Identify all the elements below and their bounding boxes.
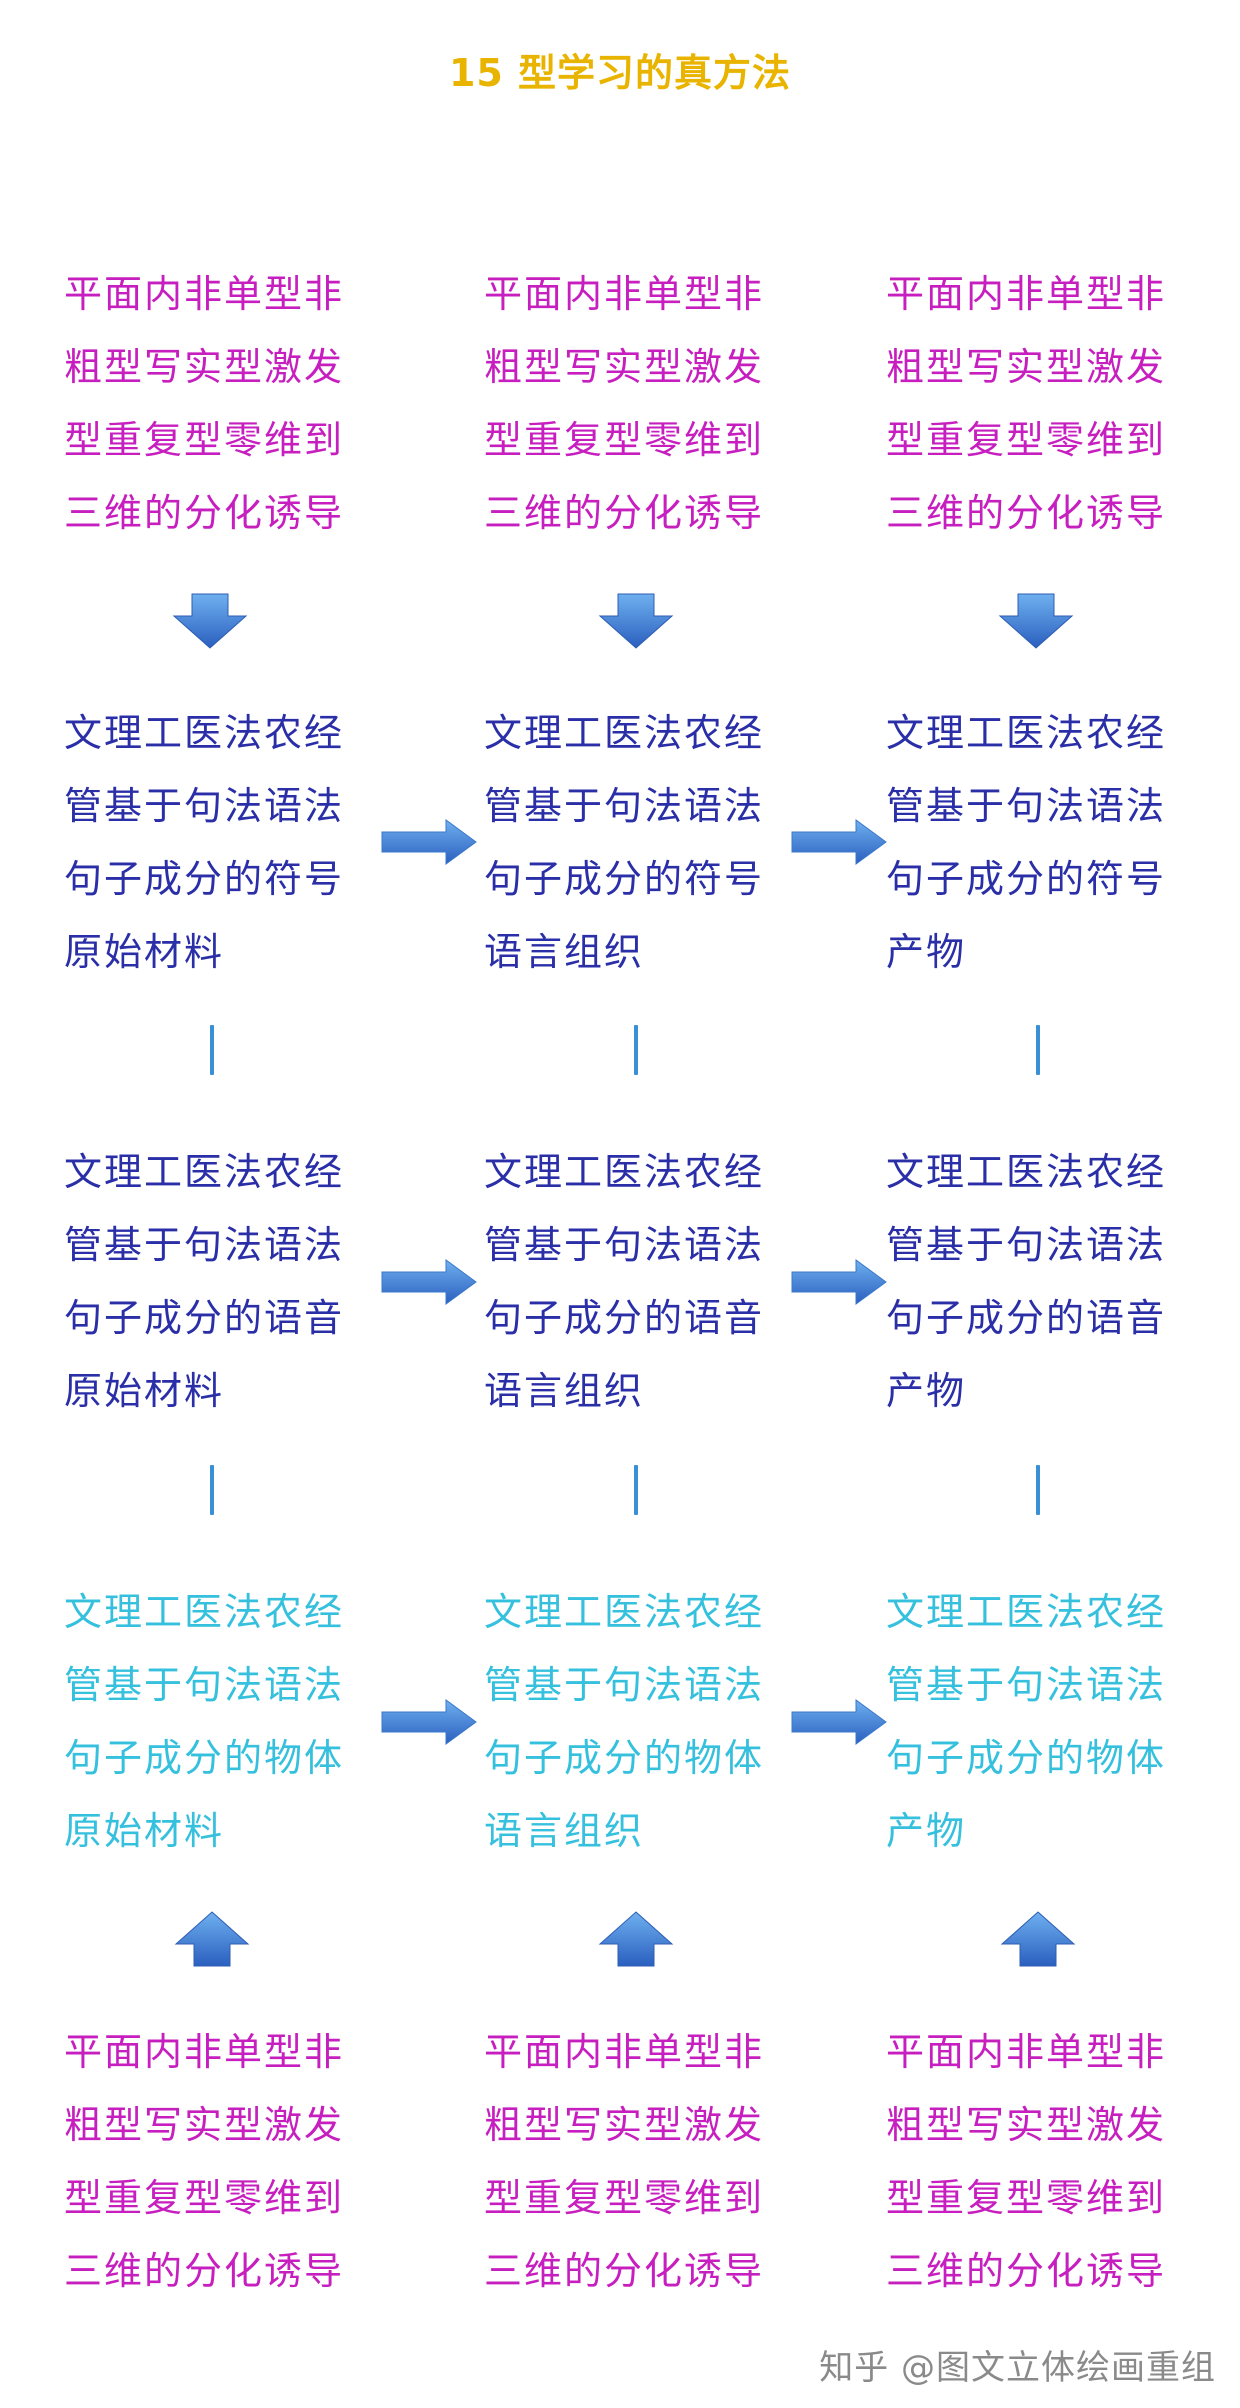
text-line: 文理工医法农经 (64, 1150, 345, 1194)
vertical-connector (634, 1465, 638, 1515)
text-line: 文理工医法农经 (886, 1150, 1167, 1194)
text-block-r2-c3: 文理工医法农经管基于句法语法句子成分的符号产物 (886, 697, 1196, 989)
text-line: 型重复型零维到 (484, 418, 765, 462)
text-line: 平面内非单型非 (64, 2030, 345, 2074)
text-block-r3-c3: 文理工医法农经管基于句法语法句子成分的语音产物 (886, 1136, 1196, 1428)
text-line: 型重复型零维到 (64, 418, 345, 462)
text-line: 三维的分化诱导 (484, 491, 765, 535)
down-arrow-icon (172, 593, 248, 649)
text-block-r1-c3: 平面内非单型非粗型写实型激发型重复型零维到三维的分化诱导 (886, 258, 1196, 550)
text-block-r5-c2: 平面内非单型非粗型写实型激发型重复型零维到三维的分化诱导 (484, 2016, 794, 2308)
text-line: 原始材料 (64, 1809, 225, 1853)
text-line: 粗型写实型激发 (484, 2103, 765, 2147)
text-line: 管基于句法语法 (886, 1663, 1167, 1707)
text-block-r4-c3: 文理工医法农经管基于句法语法句子成分的物体产物 (886, 1576, 1196, 1868)
text-line: 平面内非单型非 (64, 272, 345, 316)
text-line: 文理工医法农经 (64, 1590, 345, 1634)
text-block-r1-c1: 平面内非单型非粗型写实型激发型重复型零维到三维的分化诱导 (64, 258, 374, 550)
text-line: 管基于句法语法 (886, 784, 1167, 828)
text-line: 产物 (886, 930, 967, 974)
text-line: 句子成分的语音 (886, 1296, 1167, 1340)
text-line: 文理工医法农经 (484, 1590, 765, 1634)
down-arrow-icon (998, 593, 1074, 649)
text-line: 三维的分化诱导 (484, 2249, 765, 2293)
text-line: 粗型写实型激发 (64, 345, 345, 389)
right-arrow-icon (791, 819, 887, 865)
up-arrow-icon (1000, 1911, 1076, 1967)
text-line: 三维的分化诱导 (64, 491, 345, 535)
text-line: 管基于句法语法 (484, 1223, 765, 1267)
text-line: 三维的分化诱导 (64, 2249, 345, 2293)
text-line: 型重复型零维到 (886, 2176, 1167, 2220)
right-arrow-icon (381, 1259, 477, 1305)
right-arrow-icon (381, 819, 477, 865)
text-line: 型重复型零维到 (64, 2176, 345, 2220)
text-line: 句子成分的语音 (484, 1296, 765, 1340)
text-line: 产物 (886, 1809, 967, 1853)
text-line: 管基于句法语法 (484, 1663, 765, 1707)
text-line: 句子成分的符号 (64, 857, 345, 901)
text-block-r1-c2: 平面内非单型非粗型写实型激发型重复型零维到三维的分化诱导 (484, 258, 794, 550)
text-block-r5-c3: 平面内非单型非粗型写实型激发型重复型零维到三维的分化诱导 (886, 2016, 1196, 2308)
text-line: 粗型写实型激发 (886, 345, 1167, 389)
text-line: 粗型写实型激发 (484, 345, 765, 389)
text-line: 句子成分的物体 (484, 1736, 765, 1780)
text-line: 原始材料 (64, 930, 225, 974)
text-line: 文理工医法农经 (886, 1590, 1167, 1634)
text-block-r3-c2: 文理工医法农经管基于句法语法句子成分的语音语言组织 (484, 1136, 794, 1428)
text-line: 平面内非单型非 (484, 2030, 765, 2074)
vertical-connector (1036, 1025, 1040, 1075)
page-title: 15 型学习的真方法 (448, 51, 792, 95)
text-line: 文理工医法农经 (64, 711, 345, 755)
text-line: 产物 (886, 1369, 967, 1413)
text-block-r2-c2: 文理工医法农经管基于句法语法句子成分的符号语言组织 (484, 697, 794, 989)
text-line: 管基于句法语法 (64, 784, 345, 828)
text-block-r2-c1: 文理工医法农经管基于句法语法句子成分的符号原始材料 (64, 697, 374, 989)
right-arrow-icon (381, 1699, 477, 1745)
text-line: 句子成分的符号 (886, 857, 1167, 901)
text-line: 平面内非单型非 (484, 272, 765, 316)
text-line: 粗型写实型激发 (64, 2103, 345, 2147)
text-line: 管基于句法语法 (484, 784, 765, 828)
text-line: 三维的分化诱导 (886, 491, 1167, 535)
up-arrow-icon (174, 1911, 250, 1967)
vertical-connector (210, 1465, 214, 1515)
text-line: 型重复型零维到 (886, 418, 1167, 462)
text-line: 句子成分的物体 (64, 1736, 345, 1780)
text-block-r5-c1: 平面内非单型非粗型写实型激发型重复型零维到三维的分化诱导 (64, 2016, 374, 2308)
down-arrow-icon (598, 593, 674, 649)
text-line: 管基于句法语法 (886, 1223, 1167, 1267)
right-arrow-icon (791, 1699, 887, 1745)
right-arrow-icon (791, 1259, 887, 1305)
vertical-connector (634, 1025, 638, 1075)
text-block-r4-c2: 文理工医法农经管基于句法语法句子成分的物体语言组织 (484, 1576, 794, 1868)
vertical-connector (1036, 1465, 1040, 1515)
text-line: 文理工医法农经 (484, 1150, 765, 1194)
text-line: 语言组织 (484, 1809, 645, 1853)
text-line: 句子成分的符号 (484, 857, 765, 901)
text-block-r3-c1: 文理工医法农经管基于句法语法句子成分的语音原始材料 (64, 1136, 374, 1428)
text-line: 文理工医法农经 (484, 711, 765, 755)
text-line: 句子成分的语音 (64, 1296, 345, 1340)
vertical-connector (210, 1025, 214, 1075)
text-line: 平面内非单型非 (886, 2030, 1167, 2074)
text-line: 文理工医法农经 (886, 711, 1167, 755)
text-line: 原始材料 (64, 1369, 225, 1413)
text-line: 型重复型零维到 (484, 2176, 765, 2220)
text-line: 语言组织 (484, 930, 645, 974)
watermark-text: 知乎 @图文立体绘画重组 (819, 2348, 1216, 2388)
text-line: 粗型写实型激发 (886, 2103, 1167, 2147)
text-line: 平面内非单型非 (886, 272, 1167, 316)
text-line: 句子成分的物体 (886, 1736, 1167, 1780)
text-block-r4-c1: 文理工医法农经管基于句法语法句子成分的物体原始材料 (64, 1576, 374, 1868)
text-line: 三维的分化诱导 (886, 2249, 1167, 2293)
text-line: 管基于句法语法 (64, 1223, 345, 1267)
up-arrow-icon (598, 1911, 674, 1967)
text-line: 管基于句法语法 (64, 1663, 345, 1707)
text-line: 语言组织 (484, 1369, 645, 1413)
